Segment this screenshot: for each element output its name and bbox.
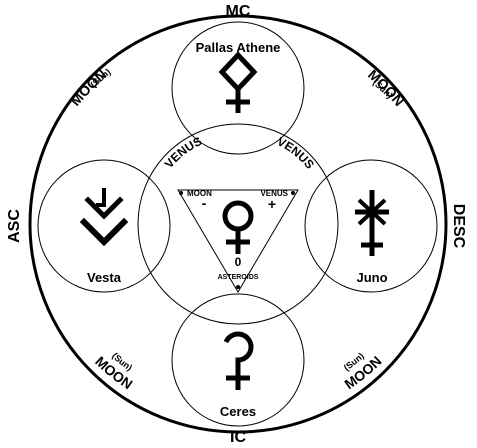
cardinal-mc: MC <box>226 3 251 20</box>
triangle-zero: 0 <box>235 255 242 269</box>
triangle-moon-label: MOON <box>187 189 212 198</box>
pallas-athene-label: Pallas Athene <box>196 40 281 55</box>
venus-right-label: VENUS <box>275 134 317 171</box>
cardinal-desc: DESC <box>450 204 467 249</box>
vesta-label: Vesta <box>87 270 122 285</box>
right-circle <box>304 159 438 293</box>
top-circle <box>171 21 305 155</box>
juno-symbol-icon <box>355 190 389 256</box>
left-circle <box>37 159 171 293</box>
triangle-dot-bottom <box>236 285 240 289</box>
triangle-venus-label: VENUS <box>260 189 288 198</box>
venus-symbol-icon <box>222 200 254 254</box>
outer-circle <box>28 14 448 434</box>
triangle-dot-left <box>179 191 183 195</box>
triangle-dot-right <box>291 191 295 195</box>
pallas-symbol-icon <box>218 51 258 113</box>
triangle-asteroids-label: ASTEROIDS <box>218 274 259 281</box>
triangle-minus: - <box>202 195 207 211</box>
ceres-symbol-icon <box>223 331 254 390</box>
triangle-plus: + <box>268 196 276 212</box>
juno-label: Juno <box>356 270 387 285</box>
vesta-symbol-icon <box>79 188 129 247</box>
center-circle <box>137 123 339 325</box>
cardinal-ic: IC <box>230 429 246 446</box>
cardinal-asc: ASC <box>6 209 23 243</box>
center-triangle <box>177 189 299 293</box>
bottom-circle <box>171 293 305 427</box>
ceres-label: Ceres <box>220 404 256 419</box>
